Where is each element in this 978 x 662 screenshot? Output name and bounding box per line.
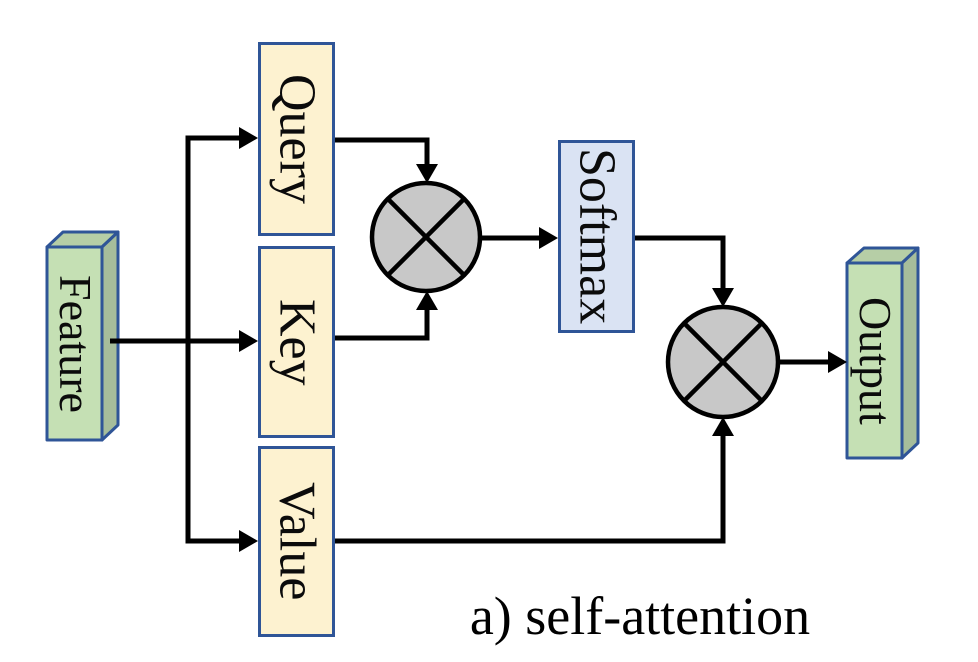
query-label: Query <box>268 74 326 204</box>
matmul-1-icon <box>369 180 483 294</box>
softmax-box: Softmax <box>558 140 635 333</box>
edge-key-to-matmul1 <box>335 291 438 341</box>
matmul-2-icon <box>665 304 781 420</box>
edge-matmul1-to-softmax <box>480 227 558 249</box>
feature-label: Feature <box>50 274 101 413</box>
edge-value-to-matmul2 <box>335 417 734 544</box>
value-label: Value <box>268 482 326 601</box>
edge-feature-to-key <box>110 330 258 352</box>
edge-matmul2-to-output <box>778 351 847 373</box>
edge-feature-branch <box>185 127 258 552</box>
edge-softmax-to-matmul2 <box>635 235 734 307</box>
output-label: Output <box>850 296 901 425</box>
figure-caption: a) self-attention <box>469 586 811 646</box>
output-box: Output <box>847 263 903 458</box>
output-3d-box <box>845 246 920 460</box>
value-box: Value <box>258 446 335 637</box>
edge-query-to-matmul1 <box>335 137 438 183</box>
softmax-label: Softmax <box>568 148 626 325</box>
feature-3d-box <box>45 230 120 442</box>
key-box: Key <box>258 246 335 438</box>
feature-box: Feature <box>47 247 103 440</box>
key-label: Key <box>268 298 326 386</box>
query-box: Query <box>258 42 335 236</box>
